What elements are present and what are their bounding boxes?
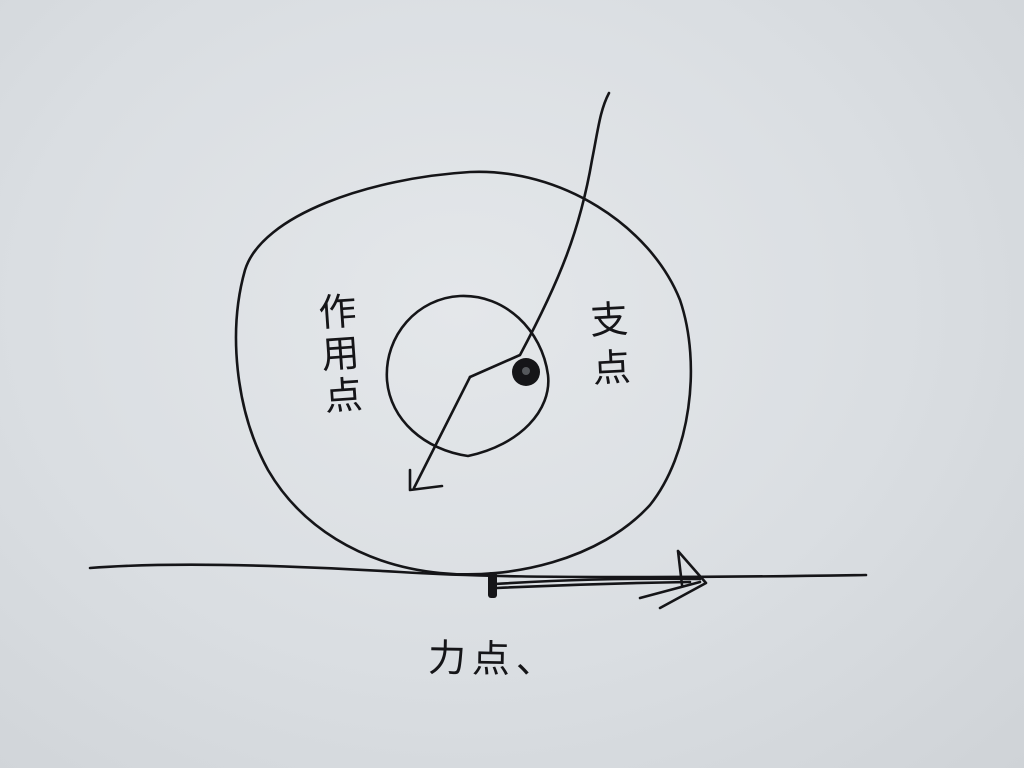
action-arrow-head — [408, 468, 444, 492]
fulcrum-dot-highlight — [522, 367, 530, 375]
lever-rod — [468, 91, 611, 379]
force-arrow-shaft-2 — [495, 580, 692, 590]
action-point-label: 作用点 — [310, 290, 364, 420]
force-arrow-head — [638, 549, 708, 610]
fulcrum-label: 支点 — [582, 298, 632, 397]
force-point-label: 力点、 — [427, 635, 561, 683]
inner-axle-circle — [385, 294, 550, 458]
force-point-mark — [488, 572, 497, 598]
ground-line — [88, 563, 868, 579]
force-arrow-shaft — [493, 577, 702, 586]
action-arrow-shaft — [412, 375, 472, 490]
